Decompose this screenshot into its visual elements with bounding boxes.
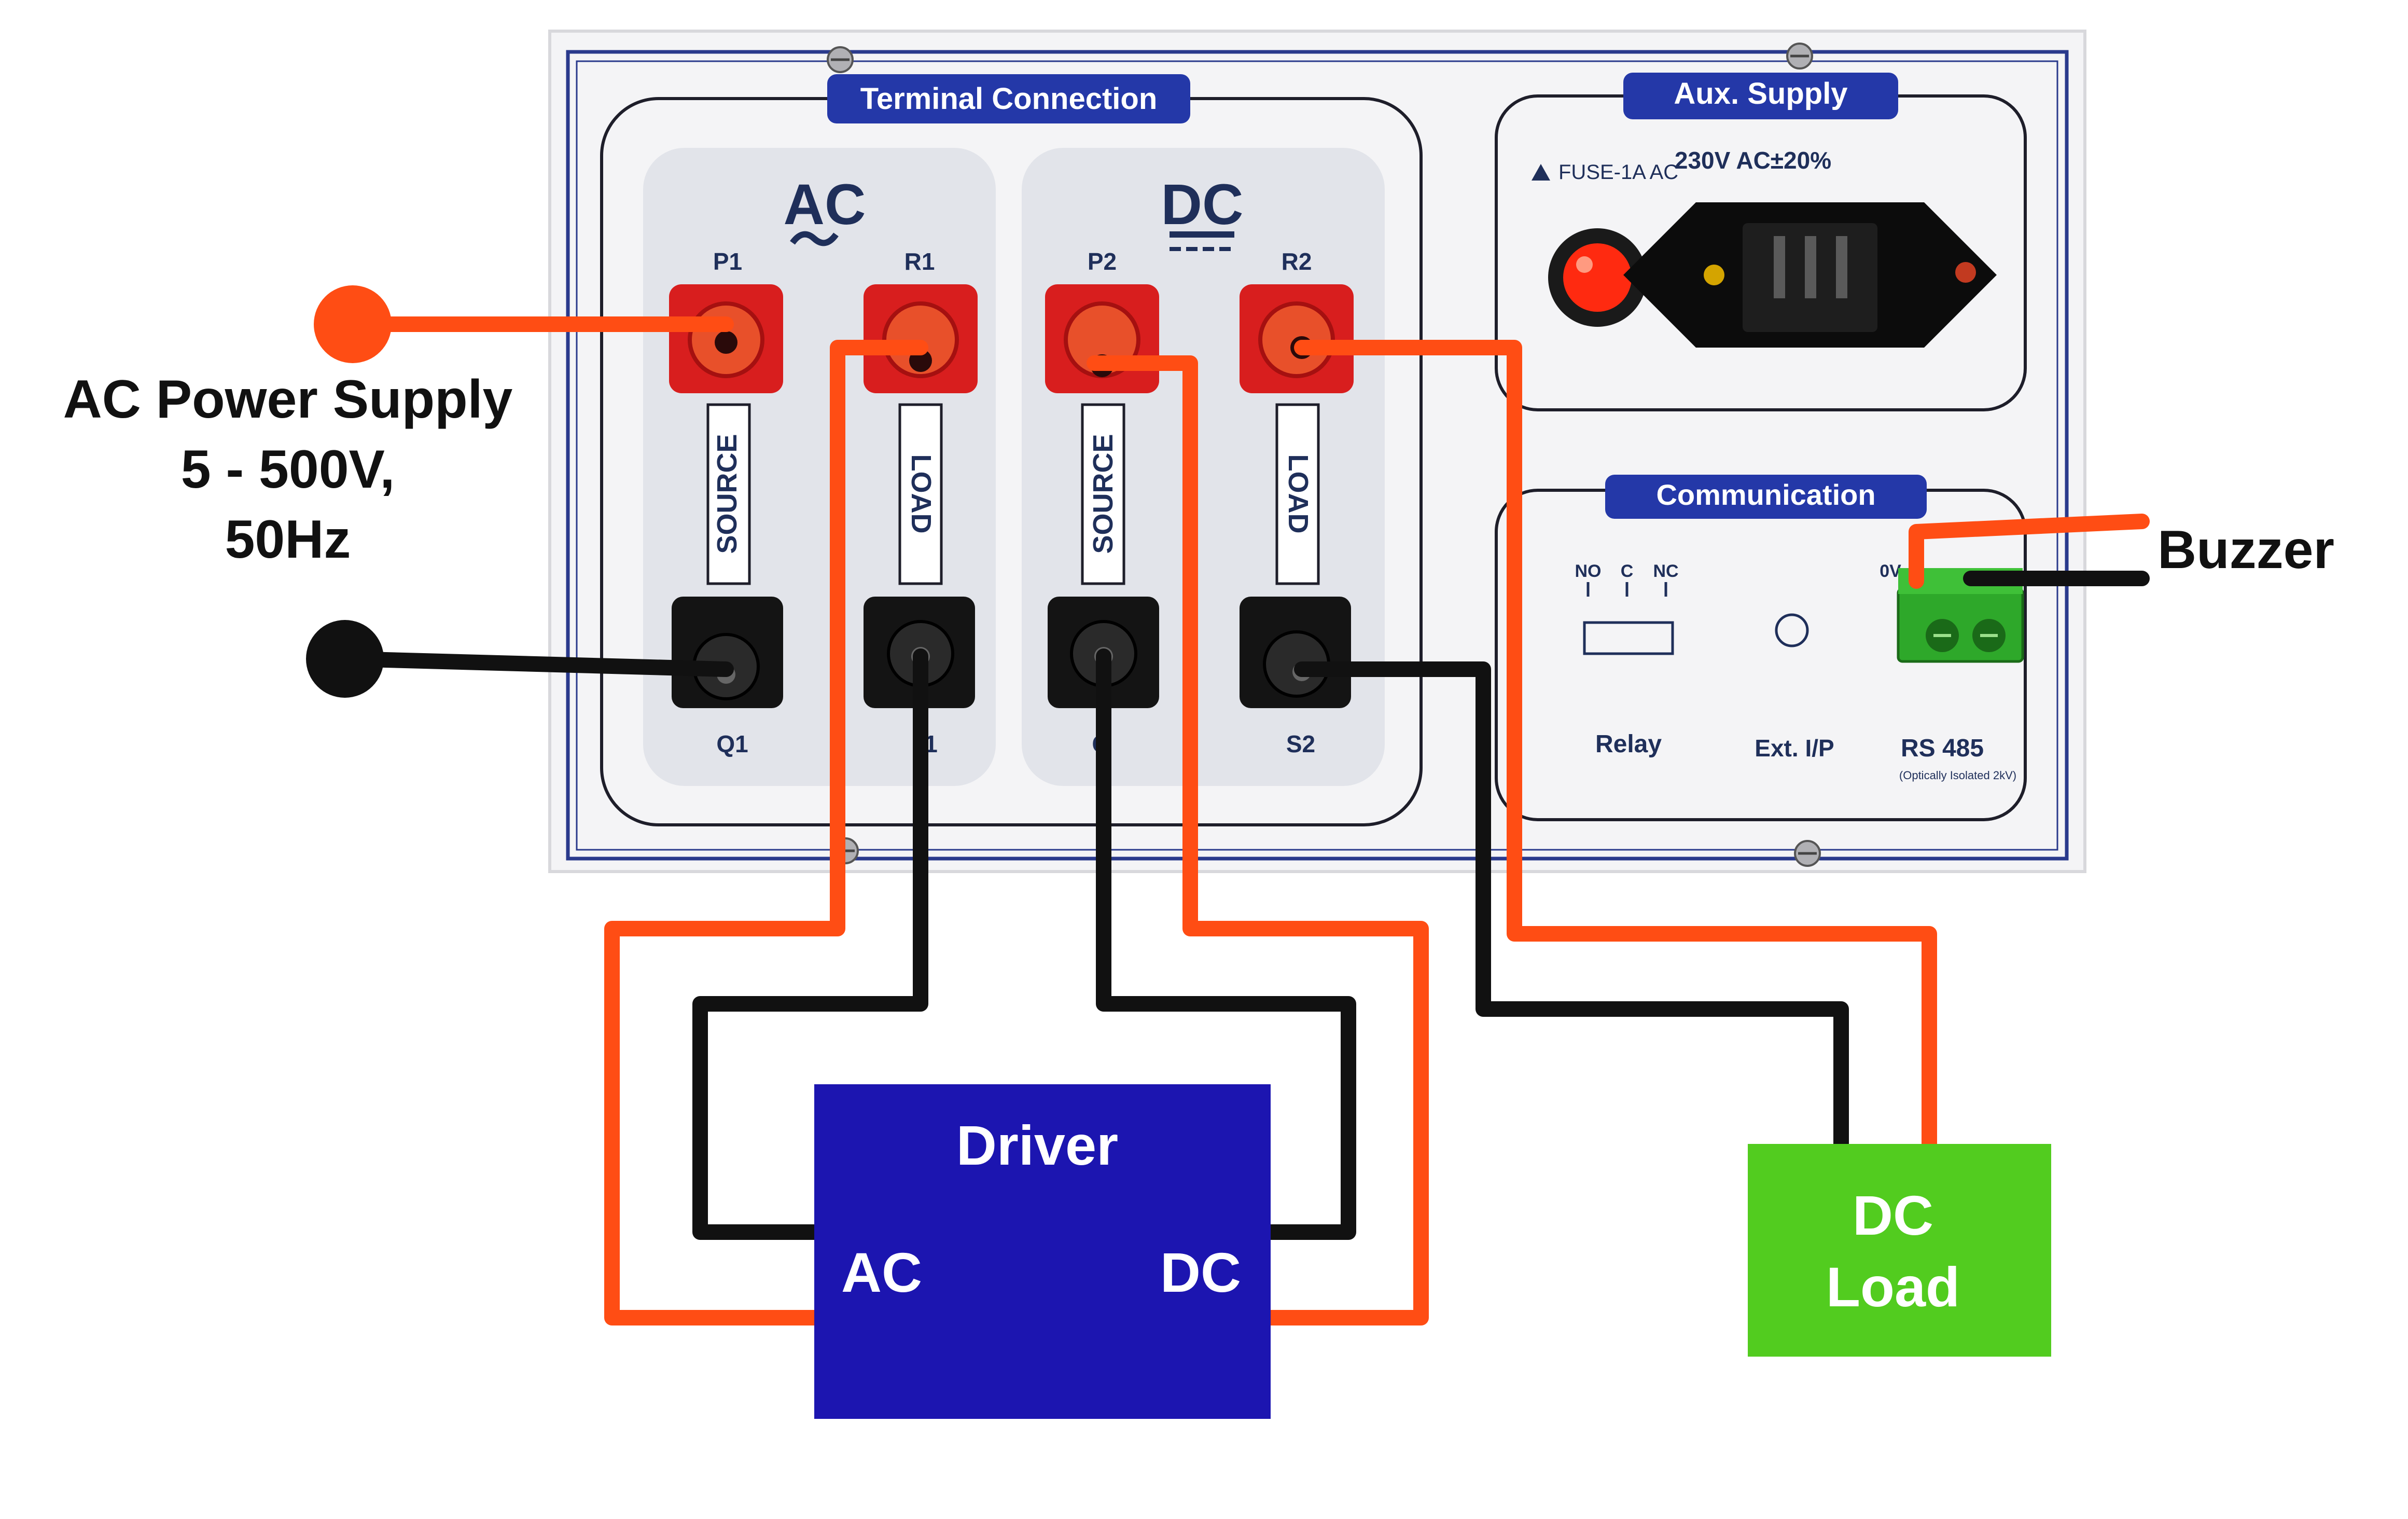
relay-pin-nc: NC: [1653, 561, 1678, 581]
strip-label-source-ac: SOURCE: [712, 434, 743, 554]
driver-ac-port: AC: [841, 1241, 922, 1304]
wire-c2-driver-dc: [1096, 648, 1356, 1240]
ext-ip-label: Ext. I/P: [1755, 735, 1834, 762]
relay-pin-arrows: [1586, 582, 1667, 597]
control-panel: Terminal Connection AC DC P1 R1 P2 R2 SO…: [548, 30, 2086, 873]
dc-load-line2: Load: [1826, 1255, 1960, 1318]
screw-icon: [1794, 840, 1821, 867]
ac-wave-icon: [790, 231, 839, 246]
terminal-p1[interactable]: [669, 284, 783, 393]
wire-r2-load: [1294, 340, 1937, 1154]
wire-supply-neutral: [340, 651, 734, 677]
relay-pin-no: NO: [1575, 561, 1602, 581]
supply-live-terminal: [314, 285, 392, 363]
terminal-label-p2: P2: [1088, 248, 1117, 275]
comm-header: Communication: [1656, 478, 1875, 511]
strip-label-source-dc: SOURCE: [1088, 434, 1119, 554]
ext-ip-socket[interactable]: [1775, 613, 1809, 647]
terminal-header: Terminal Connection: [860, 82, 1158, 116]
wire-buzzer-live: [1909, 514, 2150, 589]
supply-label-line1: AC Power Supply: [63, 369, 513, 430]
terminal-header-badge: [827, 74, 1190, 123]
supply-rating: 230V AC±20%: [1675, 147, 1831, 174]
terminal-label-r1: R1: [904, 248, 935, 275]
relay-socket[interactable]: [1583, 621, 1674, 655]
terminal-r1[interactable]: [864, 284, 978, 393]
rs485-pin-0v: 0V: [1880, 561, 1901, 581]
fuse-label: FUSE-1A AC: [1558, 161, 1678, 184]
ac-symbol: AC: [784, 173, 866, 237]
wire-s1-driver-ac: [692, 648, 928, 1240]
wire-s2-load: [1294, 661, 1849, 1154]
panel-outer-border: [566, 50, 2069, 861]
terminal-q1[interactable]: [672, 597, 783, 708]
strip-label-load-ac: LOAD: [906, 454, 937, 534]
aux-header-badge: [1623, 73, 1898, 119]
terminal-s2[interactable]: [1240, 597, 1351, 708]
aux-header: Aux. Supply: [1674, 77, 1847, 111]
wire-p2-driver-dc: [1087, 355, 1429, 1325]
fuse-indicator[interactable]: [1548, 228, 1647, 327]
dc-symbol: DC: [1161, 173, 1244, 237]
screw-icon: [827, 46, 854, 73]
terminal-r2[interactable]: [1240, 284, 1354, 393]
wire-r1-driver-ac: [604, 340, 928, 1325]
terminal-label-q1: Q1: [716, 730, 748, 757]
supply-label-line3: 50Hz: [225, 509, 351, 570]
terminal-label-p1: P1: [713, 248, 742, 275]
warning-icon: [1532, 164, 1550, 181]
dc-load-body: [1748, 1144, 2051, 1357]
terminal-label-r2: R2: [1282, 248, 1312, 275]
relay-pin-c: C: [1621, 561, 1634, 581]
supply-neutral-terminal: [306, 620, 384, 698]
dc-load-box: DC Load: [1748, 1144, 2051, 1357]
driver-title: Driver: [956, 1114, 1118, 1177]
comm-header-badge: [1605, 475, 1927, 519]
wires: [340, 316, 2150, 1325]
terminal-label-s2: S2: [1286, 730, 1315, 757]
driver-box: Driver AC DC: [814, 1084, 1271, 1419]
screw-icon: [1786, 43, 1813, 70]
supply-label-line2: 5 - 500V,: [181, 439, 395, 500]
terminal-p2[interactable]: [1045, 284, 1159, 393]
driver-body: [814, 1084, 1271, 1419]
rs485-label: RS 485: [1901, 735, 1984, 762]
strip-label-load-dc: LOAD: [1283, 454, 1314, 534]
dc-load-line1: DC: [1853, 1184, 1933, 1247]
rs485-note: (Optically Isolated 2kV): [1899, 769, 2016, 782]
buzzer-label: Buzzer: [2158, 520, 2334, 580]
panel-inner-border: [576, 60, 2058, 851]
relay-label: Relay: [1595, 730, 1662, 758]
driver-dc-port: DC: [1160, 1241, 1241, 1304]
power-inlet-socket[interactable]: [1623, 202, 1997, 348]
